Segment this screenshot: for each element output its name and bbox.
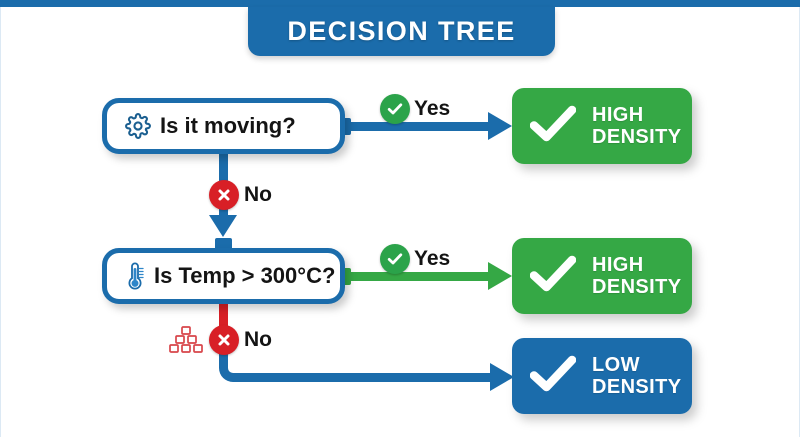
check-icon	[529, 104, 577, 149]
check-icon	[529, 254, 577, 299]
node-moving-right-nub	[341, 118, 351, 135]
decision-node-is-temp[interactable]: Is Temp > 300°C?	[102, 248, 345, 304]
top-accent-bar	[0, 0, 800, 7]
result-line-1: HIGH	[592, 253, 644, 276]
check-circle-icon-temp-yes	[380, 244, 410, 274]
decision-node-label: Is it moving?	[160, 113, 296, 138]
node-temp-right-nub	[341, 268, 351, 285]
decision-node-is-it-moving[interactable]: Is it moving?	[102, 98, 345, 154]
arrow-moving-no-head	[209, 215, 237, 237]
result-label: HIGH DENSITY	[592, 254, 681, 299]
title-banner: DECISION TREE	[248, 7, 555, 56]
branch-label-temp-yes: Yes	[414, 247, 451, 270]
branch-label-temp-no: No	[244, 328, 272, 351]
page-title: DECISION TREE	[287, 16, 516, 46]
branch-label-moving-no: No	[244, 183, 272, 206]
gear-icon	[125, 113, 151, 139]
arrow-temp-yes-head	[488, 262, 512, 290]
result-line-2: DENSITY	[592, 276, 682, 298]
decision-node-label: Is Temp > 300°C?	[154, 263, 336, 288]
result-line-1: LOW	[592, 353, 640, 376]
result-line-2: DENSITY	[592, 376, 682, 398]
pyramid-blocks-icon	[169, 325, 203, 358]
check-icon	[529, 354, 577, 399]
result-label: LOW DENSITY	[592, 354, 681, 399]
result-label: HIGH DENSITY	[592, 104, 681, 149]
arrow-temp-no-elbow	[219, 349, 249, 382]
result-line-1: HIGH	[592, 103, 644, 126]
result-box-low-density[interactable]: LOW DENSITY	[512, 338, 692, 414]
arrow-moving-yes-head	[488, 112, 512, 140]
thermometer-icon	[121, 260, 149, 292]
check-circle-icon-moving-yes	[380, 94, 410, 124]
arrow-moving-yes-shaft	[345, 122, 493, 131]
left-edge-rule	[0, 7, 1, 437]
result-box-high-density-1[interactable]: HIGH DENSITY	[512, 88, 692, 164]
result-box-high-density-2[interactable]: HIGH DENSITY	[512, 238, 692, 314]
x-circle-icon-moving-no	[209, 180, 239, 210]
node-temp-top-nub	[215, 238, 232, 250]
branch-label-moving-yes: Yes	[414, 97, 451, 120]
result-line-2: DENSITY	[592, 126, 682, 148]
x-circle-icon-temp-no	[209, 325, 239, 355]
arrow-temp-no-head	[490, 363, 514, 391]
arrow-temp-no-shaft-blue	[243, 373, 495, 382]
arrow-temp-yes-shaft	[345, 272, 493, 281]
